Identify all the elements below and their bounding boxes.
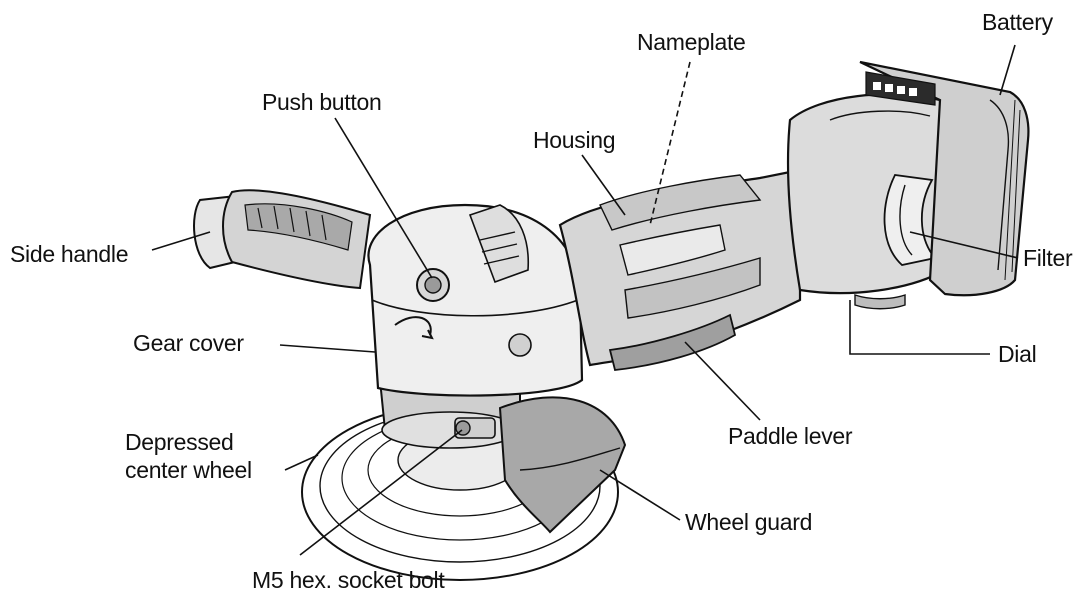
leader-battery: [999, 44, 1016, 96]
battery: [859, 60, 1030, 297]
leader-housing: [581, 154, 626, 216]
leader-lines: [151, 44, 1019, 556]
leader-push-button: [334, 117, 433, 279]
m5-bolt: [454, 417, 496, 439]
label-wheel-guard: Wheel guard: [685, 509, 813, 535]
label-battery: Battery: [982, 9, 1053, 35]
leader-nameplate: [649, 61, 691, 226]
leader-side-handle: [151, 231, 211, 251]
label-push-button: Push button: [262, 89, 382, 115]
leader-dial: [849, 300, 990, 355]
leader-gear-cover: [279, 344, 376, 353]
leader-wheel-guard: [599, 469, 681, 521]
leader-filter: [909, 231, 1019, 259]
paddle-lever: [608, 313, 737, 371]
leader-depressed-wheel: [284, 454, 319, 471]
label-filter: Filter: [1023, 245, 1073, 271]
leader-paddle-lever: [684, 341, 761, 421]
label-m5-bolt: M5 hex. socket bolt: [252, 567, 445, 593]
label-paddle-lever: Paddle lever: [728, 423, 853, 449]
label-depressed-line1: Depressed: [125, 429, 234, 455]
side-handle: [193, 189, 372, 290]
label-housing: Housing: [533, 127, 616, 153]
rear-housing: [786, 93, 963, 310]
label-side-handle: Side handle: [10, 241, 129, 267]
gear-cover: [367, 203, 584, 397]
label-depressed-line2: center wheel: [125, 457, 252, 483]
wheel-guard: [498, 396, 627, 534]
leader-m5-bolt: [299, 429, 463, 556]
label-dial: Dial: [998, 341, 1037, 367]
label-nameplate: Nameplate: [637, 29, 746, 55]
label-gear-cover: Gear cover: [133, 330, 244, 356]
